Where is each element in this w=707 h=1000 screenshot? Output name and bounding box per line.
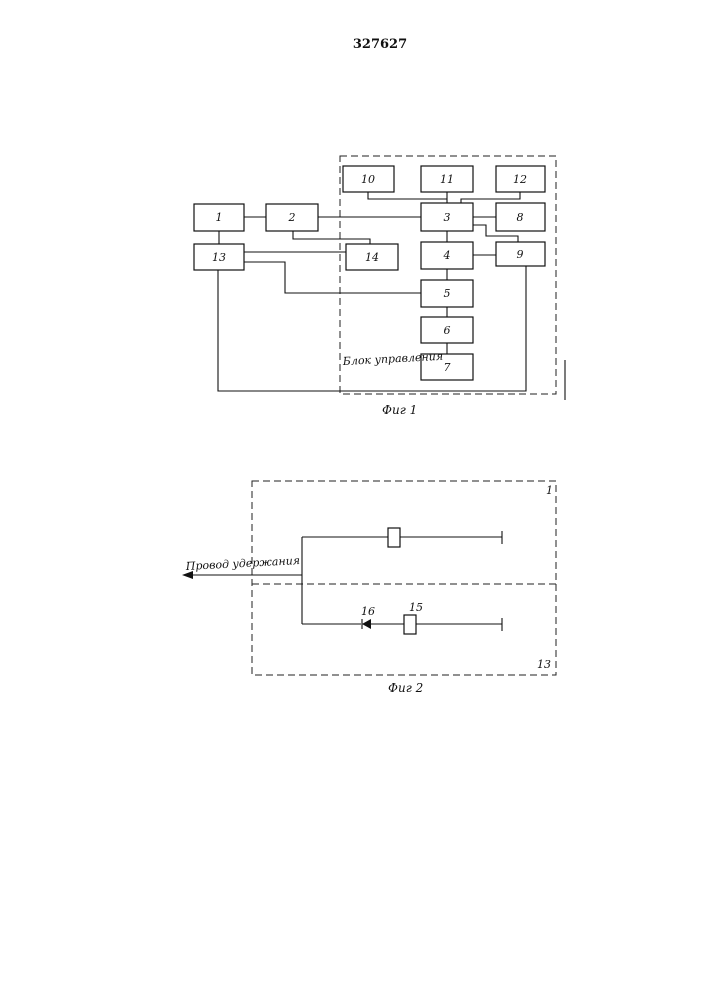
block-3: 3 [421,203,473,231]
fig1-diagram: 1 2 13 14 10 11 12 3 [194,156,565,417]
svg-text:7: 7 [444,361,451,374]
block-11: 11 [421,166,473,192]
block-10: 10 [343,166,394,192]
svg-text:12: 12 [513,173,527,186]
svg-text:4: 4 [443,249,451,262]
region-13-label: 13 [537,658,551,671]
diode-label: 16 [361,605,375,618]
fig2-boundary [252,481,556,675]
relay-15 [404,615,416,634]
svg-text:2: 2 [288,211,296,224]
svg-text:13: 13 [212,251,226,264]
fig2-caption: Фиг 2 [388,681,423,695]
svg-text:3: 3 [444,211,451,224]
fig1-caption: Фиг 1 [382,403,417,417]
svg-text:8: 8 [517,211,524,224]
block-5: 5 [421,280,473,307]
fig2-diagram: 1 13 Провод удержания 16 15 Фиг 2 [182,481,556,695]
block-12: 12 [496,166,545,192]
svg-text:11: 11 [440,173,454,186]
block-14: 14 [346,244,398,270]
relay-label: 15 [409,601,423,614]
relay-upper [388,528,400,547]
holding-wire-label: Провод удержания [184,554,300,573]
block-2: 2 [266,204,318,231]
patent-number: 327627 [353,37,407,52]
diode-16 [362,619,371,629]
svg-text:1: 1 [216,211,223,224]
block-4: 4 [421,242,473,269]
block-8: 8 [496,203,545,231]
block-9: 9 [496,242,545,266]
svg-text:6: 6 [444,324,451,337]
block-1: 1 [194,204,244,231]
svg-text:9: 9 [517,248,524,261]
block-6: 6 [421,317,473,343]
svg-text:14: 14 [365,251,379,264]
block-13: 13 [194,244,244,270]
svg-text:10: 10 [361,173,375,186]
region-1-label: 1 [546,484,553,497]
svg-text:5: 5 [444,287,451,300]
